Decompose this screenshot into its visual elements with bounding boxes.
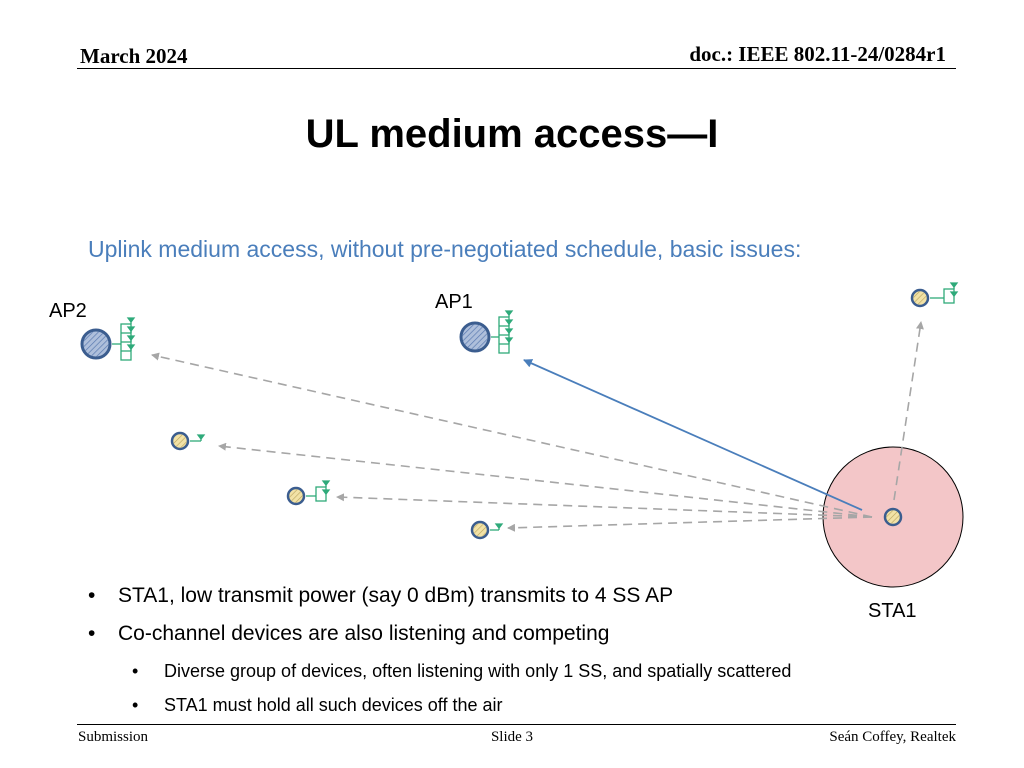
sta-c-antenna-1ss-icon (490, 523, 504, 531)
sub-bullet-text: Diverse group of devices, often listenin… (164, 661, 792, 681)
sta-top-right-node (910, 282, 959, 308)
dashed-arrows (151, 321, 924, 532)
sta-b-antenna-2ss-icon (306, 480, 331, 502)
bullet-glyph: • (88, 622, 96, 645)
ap1-label: AP1 (435, 291, 473, 313)
footer-submission: Submission (78, 729, 149, 745)
dashed-arrow-to-sta-c (507, 516, 873, 532)
ap1-hatch (462, 324, 488, 350)
sub-bullet-item: • Diverse group of devices, often listen… (88, 659, 791, 693)
sub-bullet-item: • STA1 must hold all such devices off th… (88, 693, 791, 727)
ap2-hatch (83, 331, 109, 357)
ap2-antenna-4ss-icon (112, 317, 136, 361)
footer-author: Seán Coffey, Realtek (829, 729, 956, 745)
slide-title: UL medium access—I (305, 112, 719, 156)
sta-a-antenna-1ss-icon (190, 434, 206, 442)
header-doc-id: doc.: IEEE 802.11-24/0284r1 (689, 42, 946, 66)
bullet-glyph: • (132, 661, 139, 681)
bullet-list: • STA1, low transmit power (say 0 dBm) t… (88, 583, 791, 727)
dashed-arrow-to-sta-a (218, 442, 873, 518)
ap1-node (459, 310, 514, 354)
sta-c-node (470, 520, 504, 540)
dashed-arrow-to-sta-top (893, 321, 924, 501)
ap1-antenna-4ss-icon (491, 310, 514, 354)
sta-top-right-antenna-2ss-icon (930, 282, 959, 304)
sta1-node (883, 507, 903, 527)
sta1-label: STA1 (868, 600, 917, 622)
solid-arrow-to-ap1 (523, 359, 863, 511)
slide-subtitle: Uplink medium access, without pre-negoti… (88, 236, 802, 262)
dashed-arrow-to-ap2 (151, 352, 873, 518)
bullet-glyph: • (88, 584, 96, 607)
footer-rule (77, 724, 956, 725)
ap2-node (80, 317, 136, 361)
bullet-text: STA1, low transmit power (say 0 dBm) tra… (118, 584, 674, 607)
bullet-text: Co-channel devices are also listening an… (118, 622, 610, 645)
bullet-item: • STA1, low transmit power (say 0 dBm) t… (88, 583, 791, 621)
ap2-label: AP2 (49, 300, 87, 322)
footer-slide-number: Slide 3 (490, 729, 534, 745)
bullet-glyph: • (132, 695, 139, 715)
sta-a-node (170, 431, 206, 451)
dashed-arrow-to-sta-b (336, 493, 873, 518)
sub-bullet-text: STA1 must hold all such devices off the … (164, 695, 503, 715)
header-date: March 2024 (80, 44, 188, 68)
bullet-item: • Co-channel devices are also listening … (88, 621, 791, 659)
sta-b-node (286, 480, 331, 506)
header-rule (77, 68, 956, 69)
